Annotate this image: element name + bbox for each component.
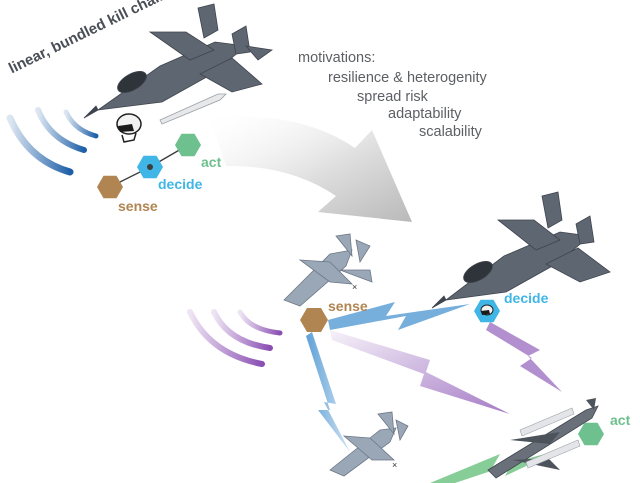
motivation-item: scalability (419, 124, 482, 140)
svg-text:×: × (392, 460, 397, 470)
act-label-top: act (201, 154, 222, 170)
motivation-item: resilience & heterogenity (328, 70, 487, 86)
motivations-title: motivations: (298, 50, 376, 66)
signal-waves-bottom (187, 309, 283, 367)
motivation-item: adaptability (388, 106, 462, 122)
transition-arrow (210, 116, 412, 222)
svg-text:×: × (352, 282, 357, 292)
sense-label-bottom: sense (328, 298, 368, 314)
fighter-jet-bottom (431, 191, 611, 309)
bottom-hexagons (300, 299, 604, 446)
act-label-bottom: act (610, 412, 631, 428)
link-sense-decide (328, 302, 470, 330)
drone-sense: × (283, 233, 373, 307)
missile-icon (159, 93, 227, 125)
act-hexagon-bottom (578, 422, 604, 446)
pilot-helmet-icon (116, 113, 142, 143)
sense-hexagon-bottom (300, 308, 328, 332)
link-sense-act (330, 330, 510, 414)
top-hexagons (97, 133, 201, 199)
fighter-jet-top (83, 3, 274, 119)
sense-label-top: sense (118, 198, 158, 214)
decide-label-top: decide (158, 176, 203, 192)
link-green (430, 450, 560, 483)
signal-waves-top (6, 107, 99, 176)
motivation-item: spread risk (357, 89, 428, 105)
sense-hexagon (97, 175, 123, 199)
drone-lower: × (329, 411, 409, 477)
act-hexagon (175, 133, 201, 157)
decide-label-bottom: decide (504, 290, 549, 306)
link-sense-drone2 (306, 332, 350, 452)
pilot-helmet-small-icon (480, 304, 494, 316)
link-decide-act (486, 322, 562, 392)
missile-carrier-act (487, 398, 599, 479)
